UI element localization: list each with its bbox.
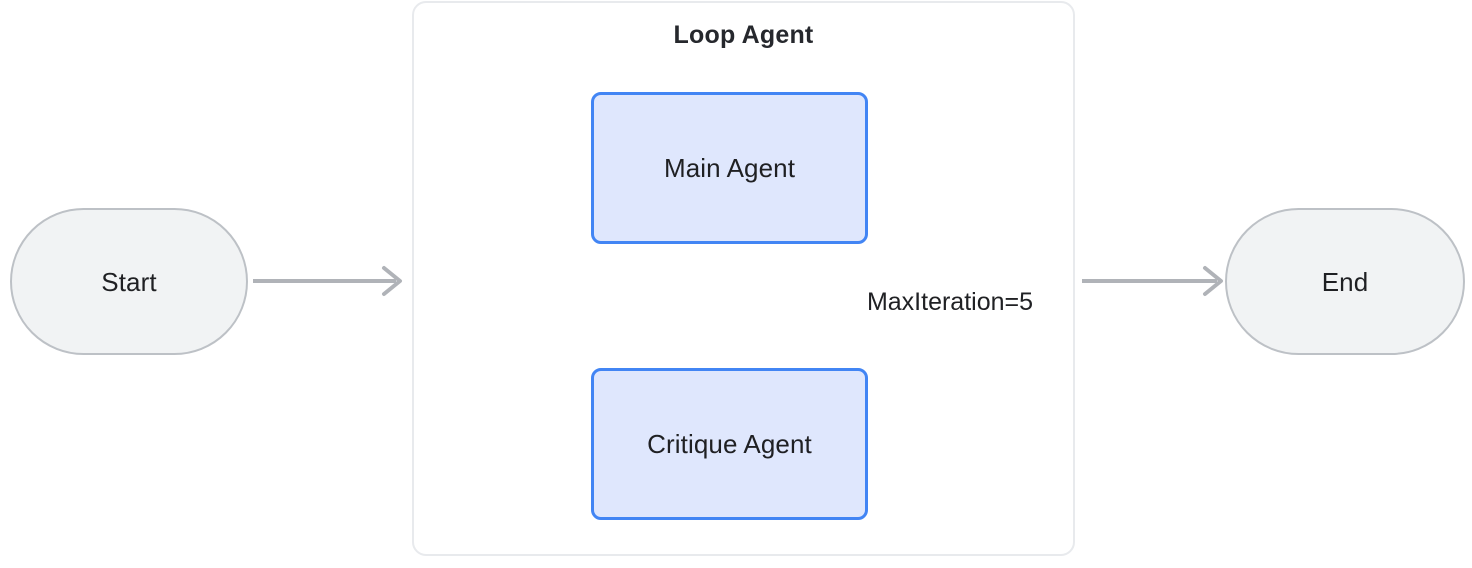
node-main-agent-label: Main Agent bbox=[663, 153, 796, 183]
loop-agent-container[interactable]: Loop Agent Main Agent Critique Agent bbox=[412, 1, 1075, 556]
node-critique-agent[interactable]: Critique Agent bbox=[591, 368, 868, 520]
node-start-label: Start bbox=[101, 266, 157, 297]
node-end-label: End bbox=[1321, 266, 1369, 297]
node-critique-agent-label: Critique Agent bbox=[647, 429, 812, 459]
node-start[interactable]: Start bbox=[10, 208, 248, 355]
edge-label-max-iteration: MaxIteration=5 bbox=[846, 285, 1054, 320]
edge-start-to-loop bbox=[253, 266, 402, 296]
edge-loop-to-end bbox=[1082, 266, 1223, 296]
node-main-agent[interactable]: Main Agent bbox=[591, 92, 868, 244]
node-end[interactable]: End bbox=[1225, 208, 1465, 355]
loop-agent-title: Loop Agent bbox=[673, 21, 814, 49]
